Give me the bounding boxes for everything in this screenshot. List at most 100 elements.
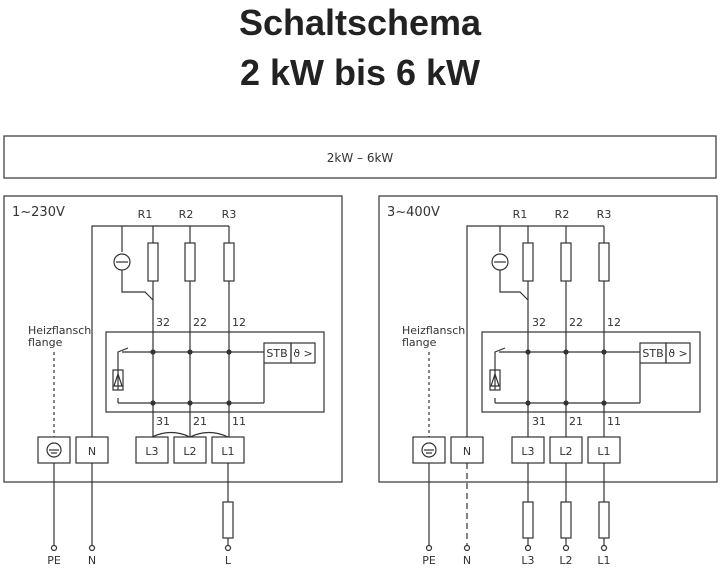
connector-dot (50, 544, 58, 552)
ground-icon (421, 442, 437, 458)
thermostat-sensor (489, 369, 501, 391)
fuse-l (222, 501, 234, 539)
sensor-triangle-icon (490, 372, 500, 387)
stb-symbol: ϑ > (293, 347, 313, 360)
stb-label: STB (642, 347, 663, 360)
diagram-3-phase: 3~400V R1 R2 R3 32 22 12 STB ϑ > (378, 195, 718, 567)
resistor-r1 (147, 242, 159, 282)
diagram-frame (3, 195, 343, 483)
thermostat-sensor (112, 369, 124, 391)
output-label-l3: L3 (521, 554, 534, 567)
neutral-wire (466, 225, 604, 437)
resistor-label-r1: R1 (138, 208, 153, 221)
stb-symbol-box (290, 342, 316, 364)
junction-dot (525, 400, 531, 406)
terminal-21: 21 (193, 415, 207, 428)
wire (499, 270, 529, 301)
header-label: 2kW – 6kW (327, 151, 394, 165)
junction-dot (601, 349, 607, 355)
header-box (3, 135, 717, 179)
terminal-l2-label: L2 (559, 445, 572, 458)
junction-dot (525, 349, 531, 355)
terminal-22: 22 (569, 316, 583, 329)
output-label-n: N (463, 554, 471, 567)
bridge-l2-l1 (189, 431, 229, 438)
junction-dot (226, 349, 232, 355)
flange-label-de: Heizflansch (402, 324, 465, 337)
terminal-12: 12 (232, 316, 246, 329)
junction-dot (150, 349, 156, 355)
terminal-12: 12 (607, 316, 621, 329)
terminal-n-label: N (88, 445, 96, 458)
connector-dot (600, 544, 608, 552)
stb-symbol: ϑ > (668, 347, 688, 360)
stb-symbol-box (665, 342, 691, 364)
thermostat-box (481, 331, 701, 413)
connector-dot (425, 544, 433, 552)
output-label-l2: L2 (559, 554, 572, 567)
terminal-31: 31 (532, 415, 546, 428)
voltage-label: 1~230V (12, 205, 65, 220)
junction-dot (563, 400, 569, 406)
wire (121, 270, 154, 301)
neutral-wire (91, 225, 229, 437)
resistor-r3 (223, 242, 235, 282)
fuse-l1 (598, 501, 610, 539)
title-line-2: 2 kW bis 6 kW (239, 52, 481, 93)
resistor-r1 (522, 242, 534, 282)
diagram-1-phase: 1~230V R1 R2 R3 32 22 12 (3, 195, 343, 567)
terminal-11: 11 (607, 415, 621, 428)
resistor-label-r2: R2 (555, 208, 570, 221)
bridge-l3-l2 (151, 431, 191, 438)
resistor-label-r2: R2 (179, 208, 194, 221)
terminal-11: 11 (232, 415, 246, 428)
resistor-r2 (560, 242, 572, 282)
terminal-n-label: N (463, 445, 471, 458)
terminal-31: 31 (156, 415, 170, 428)
connector-dot (463, 544, 471, 552)
junction-dot (187, 349, 193, 355)
terminal-21: 21 (569, 415, 583, 428)
terminal-l1-label: L1 (221, 445, 234, 458)
title-line-1: Schaltschema (238, 2, 482, 43)
resistor-label-r1: R1 (513, 208, 528, 221)
ground-icon (46, 442, 62, 458)
terminal-l3-label: L3 (145, 445, 158, 458)
resistor-label-r3: R3 (222, 208, 237, 221)
voltage-label: 3~400V (387, 205, 440, 220)
connector-dot (224, 544, 232, 552)
junction-dot (187, 400, 193, 406)
output-label-pe: PE (47, 554, 61, 567)
resistor-r2 (184, 242, 196, 282)
resistor-r3 (598, 242, 610, 282)
connector-dot (562, 544, 570, 552)
flange-label-en: flange (402, 336, 437, 349)
wire (494, 347, 506, 390)
thermostat-box (105, 331, 325, 413)
junction-dot (563, 349, 569, 355)
junction-dot (601, 400, 607, 406)
terminal-l3-label: L3 (521, 445, 534, 458)
resistor-label-r3: R3 (597, 208, 612, 221)
terminal-l1-label: L1 (597, 445, 610, 458)
output-label-l: L (225, 554, 232, 567)
stb-label: STB (266, 347, 287, 360)
output-label-n: N (88, 554, 96, 567)
flange-label-en: flange (28, 336, 63, 349)
junction-dot (150, 400, 156, 406)
junction-dot (226, 400, 232, 406)
output-label-l1: L1 (597, 554, 610, 567)
fuse-l3 (522, 501, 534, 539)
terminal-l2-label: L2 (183, 445, 196, 458)
terminal-32: 32 (156, 316, 170, 329)
output-label-pe: PE (422, 554, 436, 567)
wire (117, 347, 129, 390)
terminal-22: 22 (193, 316, 207, 329)
diagram-frame (378, 195, 718, 483)
fuse-l2 (560, 501, 572, 539)
flange-label-de: Heizflansch (28, 324, 91, 337)
connector-dot (88, 544, 96, 552)
sensor-triangle-icon (113, 372, 123, 387)
connector-dot (524, 544, 532, 552)
